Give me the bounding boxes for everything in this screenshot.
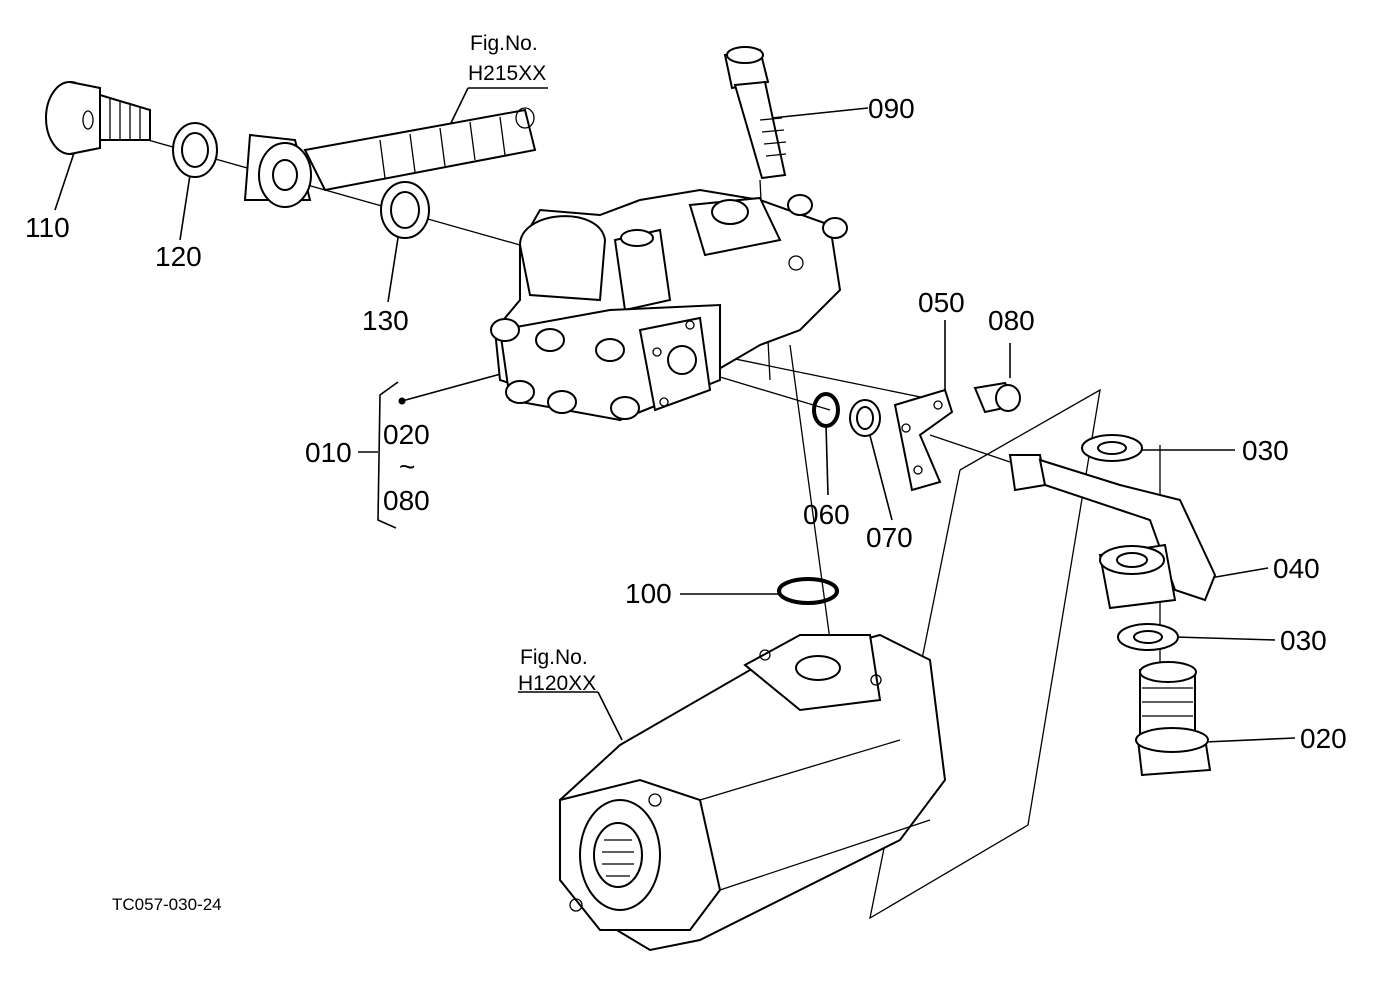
hydraulic-pump: [559, 633, 947, 952]
fig-number-h215: H215XX: [468, 62, 546, 85]
callout-010: 010: [305, 437, 352, 468]
washer-030-lower: [1117, 623, 1179, 651]
washer-120: [172, 122, 218, 178]
callout-110: 110: [25, 212, 70, 243]
bolt-090: [723, 46, 787, 180]
callout-labels: Fig.No. H215XX Fig.No. H120XX 110 120 13…: [25, 32, 1347, 914]
callout-040: 040: [1273, 553, 1320, 584]
bracket-050: [893, 388, 954, 492]
callout-020: 020: [1300, 723, 1347, 754]
hose-fitting: [243, 107, 537, 208]
callout-100: 100: [625, 578, 672, 609]
callout-120: 120: [155, 241, 202, 272]
callout-030-lower: 030: [1280, 625, 1327, 656]
washer-030-upper: [1081, 434, 1143, 462]
o-ring-060: [812, 392, 840, 428]
seal-070: [849, 399, 881, 437]
callout-080-range-end: 080: [383, 485, 430, 516]
callout-060: 060: [803, 499, 850, 530]
callout-130: 130: [362, 305, 409, 336]
fig-number-h120: H120XX: [518, 672, 596, 695]
callout-070: 070: [866, 522, 913, 553]
plug-080: [973, 381, 1021, 414]
callout-090: 090: [868, 93, 915, 124]
callout-050: 050: [918, 287, 965, 318]
fig-label-h120: Fig.No.: [520, 646, 588, 669]
drawing-code: TC057-030-24: [112, 895, 222, 914]
washer-130: [380, 181, 430, 239]
banjo-bolt-110: [45, 81, 151, 155]
callout-020-range-start: 020: [383, 419, 430, 450]
o-ring-100: [777, 577, 839, 605]
callout-030-upper: 030: [1242, 435, 1289, 466]
fig-label-h215: Fig.No.: [470, 32, 538, 55]
range-symbol: ~: [399, 451, 415, 482]
valve-assembly-010: [490, 188, 848, 422]
callout-080: 080: [988, 305, 1035, 336]
banjo-bolt-020: [1135, 661, 1212, 777]
pipe-040: [1008, 454, 1217, 610]
